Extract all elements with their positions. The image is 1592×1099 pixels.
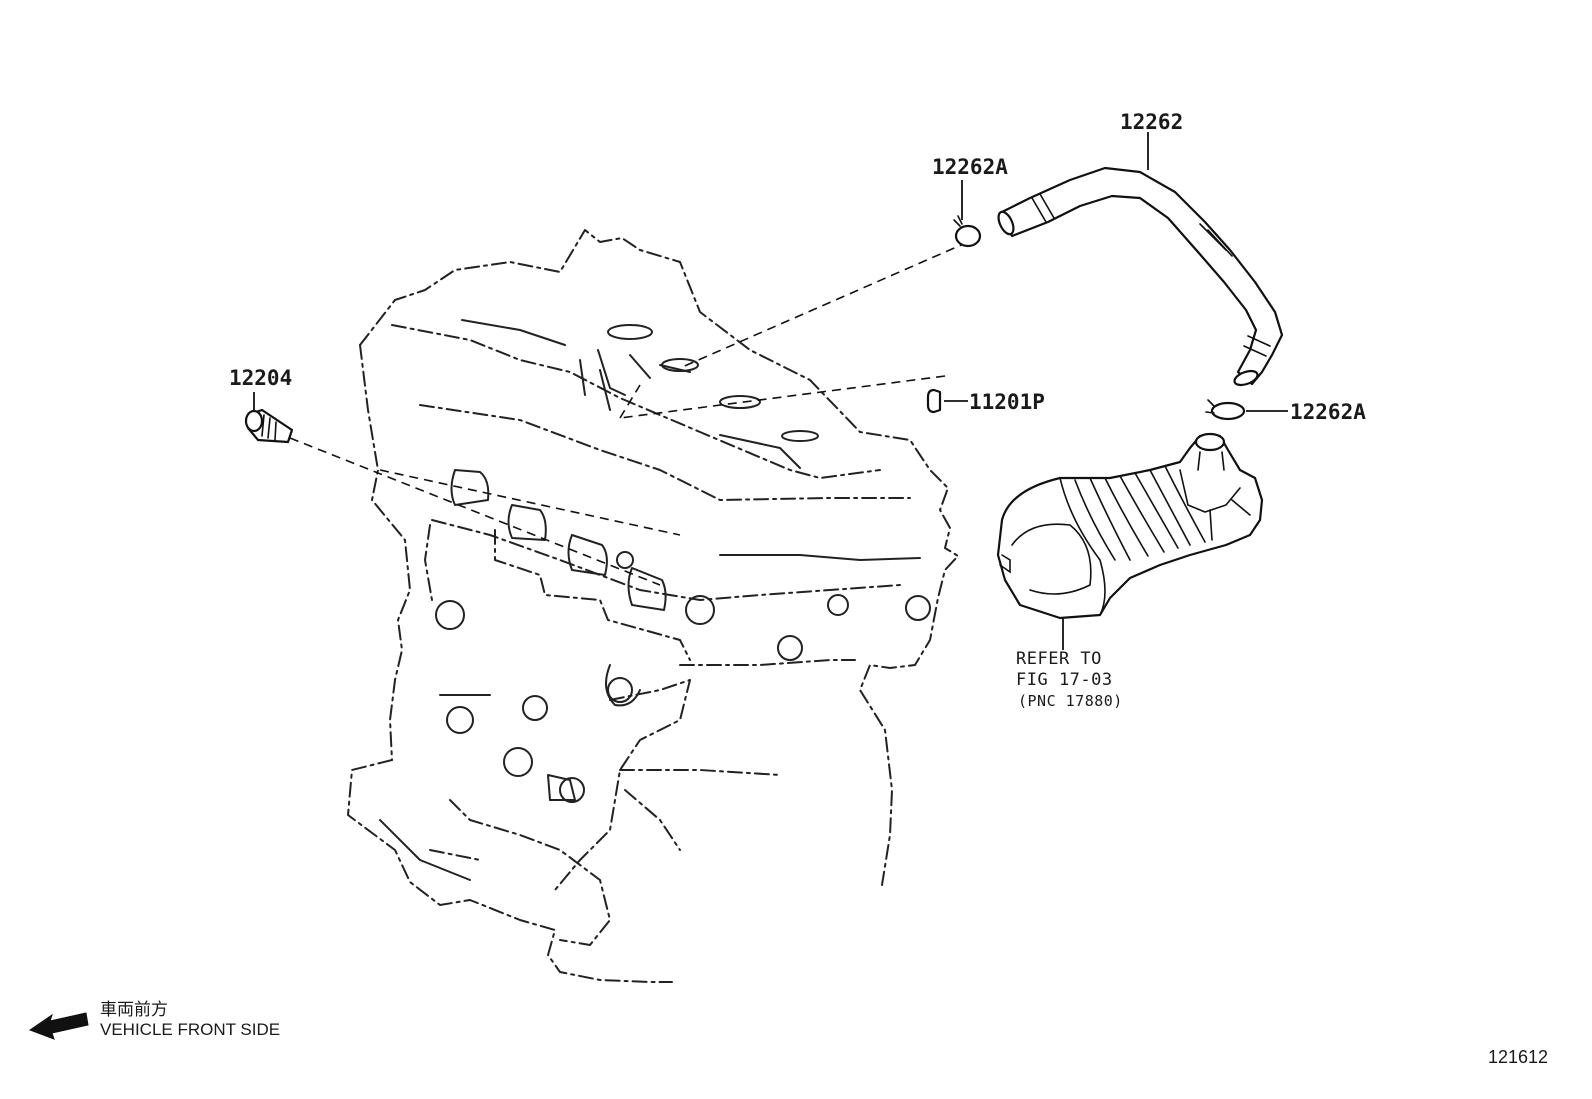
clamp-top-label[interactable]: 12262A [932, 155, 1008, 179]
clamp-top-part[interactable] [953, 215, 982, 248]
air-intake-hose-part[interactable] [996, 432, 1264, 620]
front-label-japanese: 車両前方 [100, 1000, 168, 1019]
front-arrow-icon [28, 1012, 89, 1040]
clamp-right-part[interactable] [1205, 399, 1246, 421]
plug-part[interactable] [926, 388, 942, 414]
pcv-valve-part[interactable] [244, 408, 294, 444]
front-label-english: VEHICLE FRONT SIDE [100, 1020, 280, 1039]
figure-number: 121612 [1488, 1047, 1548, 1067]
pcv-valve-label[interactable]: 12204 [229, 366, 292, 390]
hose-label[interactable]: 12262 [1120, 110, 1183, 134]
refer-note-line3: (PNC 17880) [1018, 692, 1123, 710]
vehicle-front-indicator: 車両前方 VEHICLE FRONT SIDE [28, 1000, 280, 1040]
refer-note: REFER TO FIG 17-03 (PNC 17880) [1016, 649, 1123, 710]
refer-note-line1: REFER TO [1016, 649, 1102, 669]
installation-lines [289, 241, 969, 586]
refer-note-line2[interactable]: FIG 17-03 [1016, 670, 1113, 690]
plug-label[interactable]: 11201P [969, 390, 1045, 414]
ventilation-hose-part[interactable] [995, 166, 1284, 388]
clamp-right-label[interactable]: 12262A [1290, 400, 1366, 424]
engine-block-outline [347, 229, 959, 983]
